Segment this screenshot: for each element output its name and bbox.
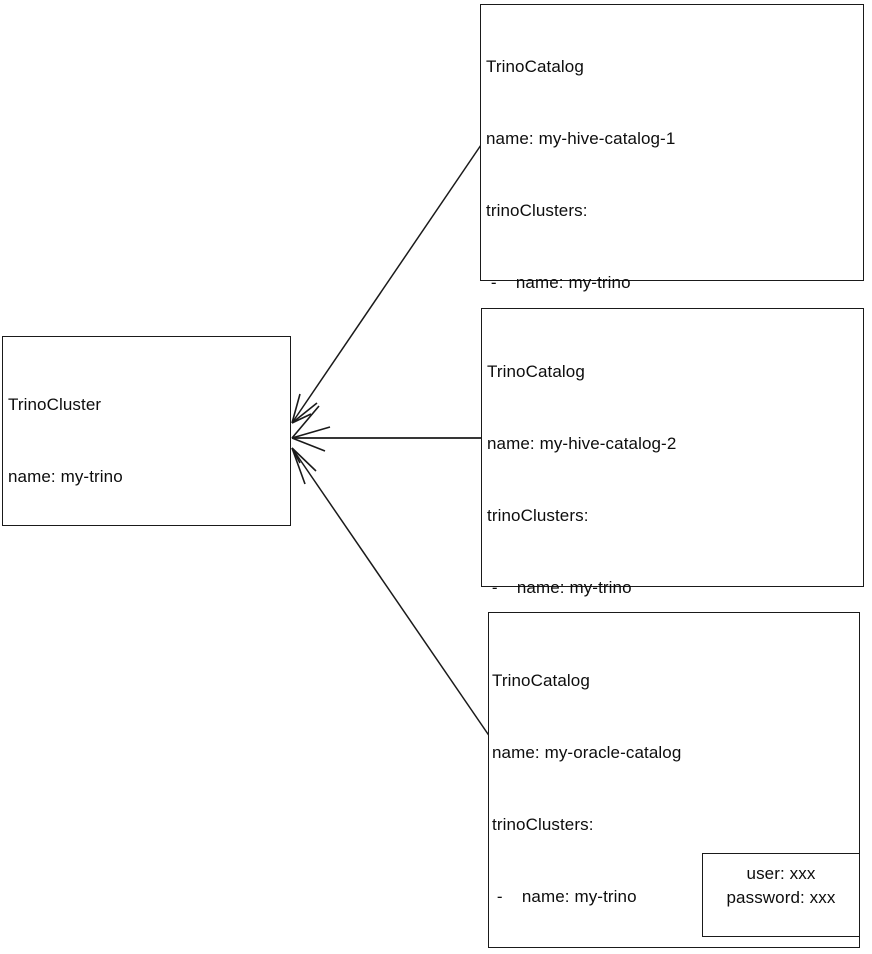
secret-line-password: password: xxx <box>726 888 836 907</box>
trino-cluster-yaml: TrinoCluster name: my-trino <box>8 345 123 537</box>
cluster-line-kind: TrinoCluster <box>8 395 102 414</box>
catalog-3-line-trinoclusters: trinoClusters: <box>492 815 594 834</box>
catalog-1-line-kind: TrinoCatalog <box>486 57 584 76</box>
secret-line-user: user: xxx <box>746 864 816 883</box>
catalog-3-line-kind: TrinoCatalog <box>492 671 590 690</box>
catalog-3-line-name: name: my-oracle-catalog <box>492 743 682 762</box>
edge-catalog-2-to-cluster <box>291 405 489 452</box>
trino-catalog-1-node[interactable] <box>480 4 864 281</box>
catalog-1-line-name: name: my-hive-catalog-1 <box>486 129 676 148</box>
catalog-2-line-kind: TrinoCatalog <box>487 362 585 381</box>
trino-catalog-3-yaml: TrinoCatalog name: my-oracle-catalog tri… <box>492 621 788 954</box>
catalog-3-line-cluster-ref: - name: my-trino <box>492 887 637 906</box>
catalog-1-line-cluster-ref: - name: my-trino <box>486 273 631 292</box>
trino-cluster-node[interactable] <box>2 336 291 526</box>
trino-catalog-2-node[interactable] <box>481 308 864 587</box>
catalog-2-line-name: name: my-hive-catalog-2 <box>487 434 677 453</box>
edge-catalog-1-to-cluster <box>291 144 482 424</box>
cluster-line-name: name: my-trino <box>8 467 123 486</box>
catalog-2-line-cluster-ref: - name: my-trino <box>487 578 632 597</box>
catalog-2-line-trinoclusters: trinoClusters: <box>487 506 589 525</box>
oracle-credentials-secret-node[interactable] <box>702 853 860 937</box>
edge-catalog-3-to-cluster <box>291 447 491 738</box>
oracle-credentials-secret-yaml: user: xxx password: xxx <box>702 862 860 910</box>
catalog-1-line-trinoclusters: trinoClusters: <box>486 201 588 220</box>
